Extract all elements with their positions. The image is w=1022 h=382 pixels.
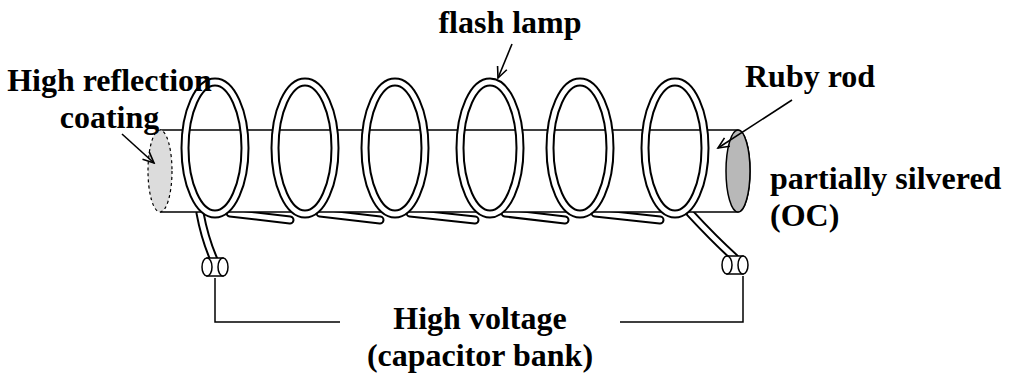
supply-label: High voltage (capacitor bank)	[340, 300, 620, 374]
flash-lamp-coils	[185, 82, 705, 214]
part-label: High reflection coating	[2, 62, 217, 136]
lamp-back-wires	[200, 213, 735, 262]
part-label: partially silvered (OC)	[770, 160, 1010, 234]
leader-arrows	[122, 44, 792, 163]
part-label: Ruby rod	[745, 58, 905, 95]
lamp-terminals	[202, 256, 748, 276]
part-label: flash lamp	[420, 4, 600, 41]
